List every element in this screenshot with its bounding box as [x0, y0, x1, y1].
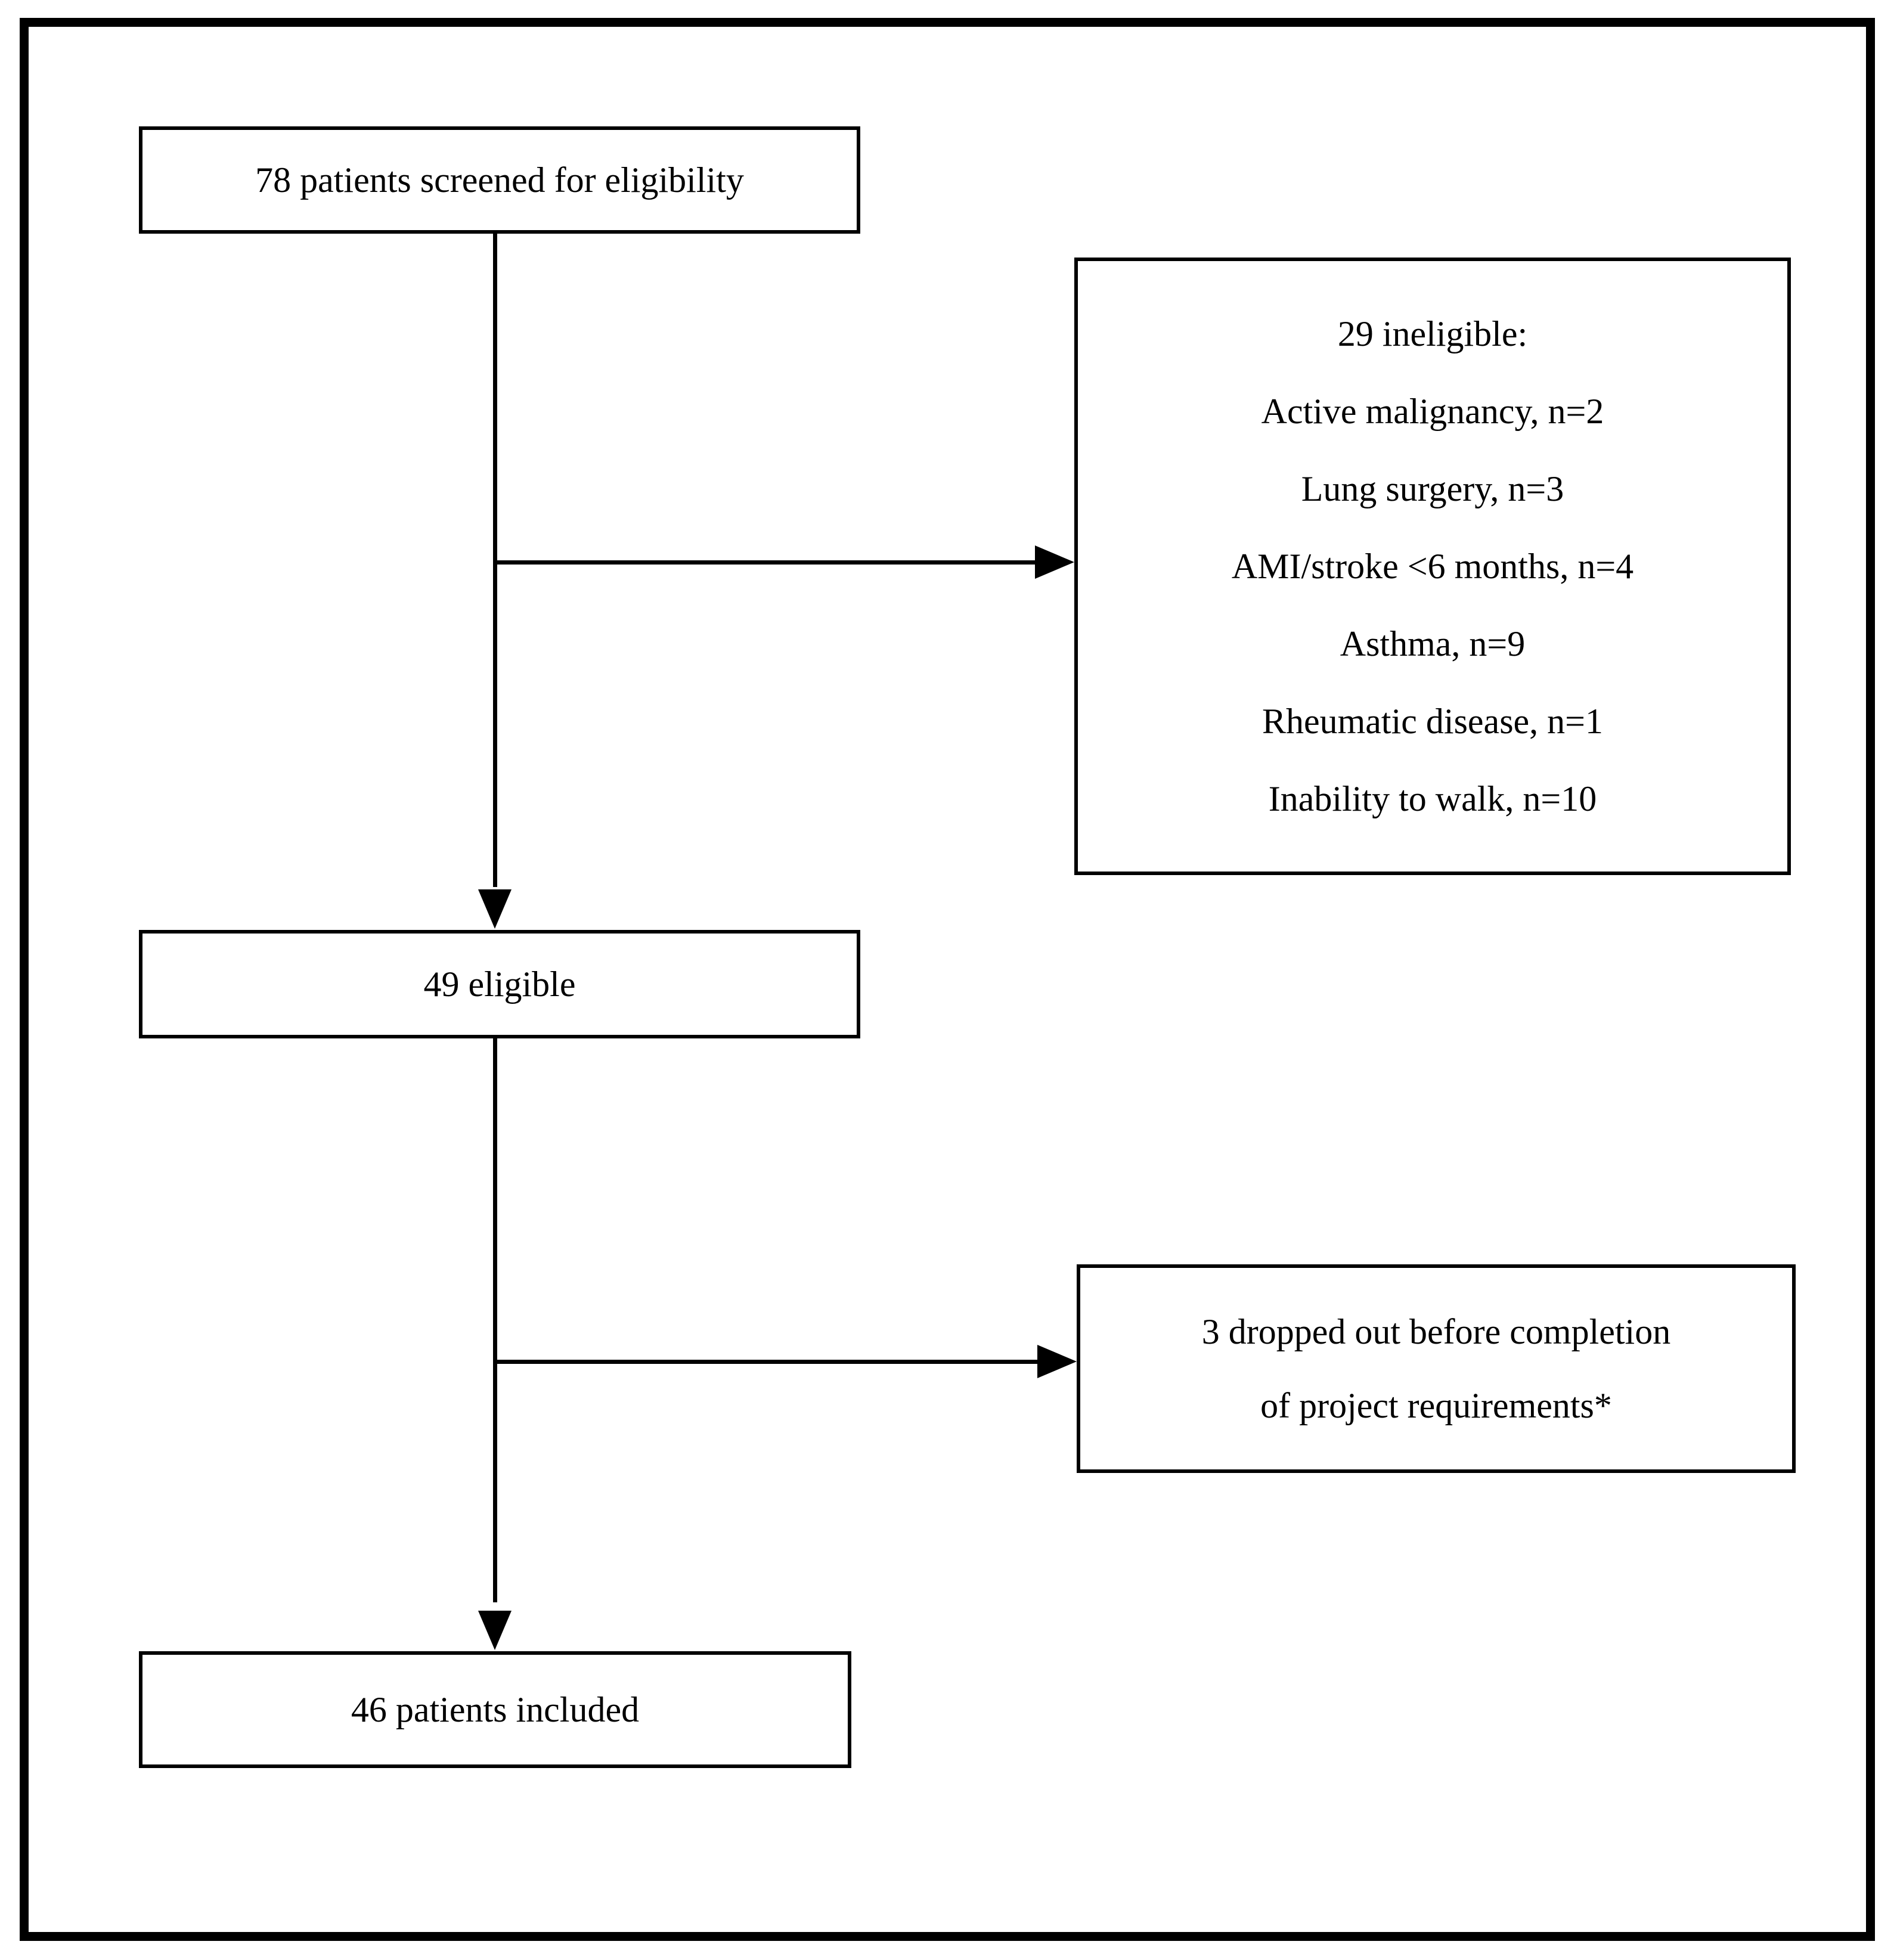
arrowhead-right-ineligible: [1035, 545, 1074, 579]
connector-branch-to-dropped: [493, 1360, 1042, 1364]
screened-label: 78 patients screened for eligibility: [255, 160, 744, 200]
connector-screened-to-eligible: [493, 231, 497, 887]
ineligible-title: 29 ineligible:: [1337, 314, 1528, 353]
outer-border: [20, 18, 1875, 1941]
connector-eligible-to-included: [493, 1036, 497, 1602]
ineligible-reason-active-malignancy: Active malignancy, n=2: [1261, 392, 1604, 431]
box-ineligible: 29 ineligible: Active malignancy, n=2 Lu…: [1074, 258, 1791, 875]
box-included: 46 patients included: [139, 1651, 851, 1768]
ineligible-reason-inability-to-walk: Inability to walk, n=10: [1268, 779, 1597, 818]
arrowhead-down-included: [478, 1611, 512, 1650]
ineligible-reason-ami-stroke: AMI/stroke <6 months, n=4: [1231, 547, 1634, 586]
box-screened: 78 patients screened for eligibility: [139, 126, 860, 234]
connector-branch-to-ineligible: [493, 560, 1040, 565]
arrowhead-right-dropped: [1037, 1345, 1077, 1378]
eligible-label: 49 eligible: [423, 964, 576, 1004]
dropped-out-line1: 3 dropped out before completion: [1201, 1312, 1671, 1351]
arrowhead-down-eligible: [478, 889, 512, 929]
ineligible-reason-lung-surgery: Lung surgery, n=3: [1301, 469, 1564, 508]
included-label: 46 patients included: [351, 1689, 640, 1729]
dropped-out-line2: of project requirements*: [1260, 1386, 1612, 1425]
ineligible-reason-asthma: Asthma, n=9: [1340, 624, 1526, 663]
box-dropped-out: 3 dropped out before completion of proje…: [1077, 1264, 1796, 1473]
ineligible-reason-rheumatic-disease: Rheumatic disease, n=1: [1261, 702, 1604, 741]
box-eligible: 49 eligible: [139, 930, 860, 1038]
